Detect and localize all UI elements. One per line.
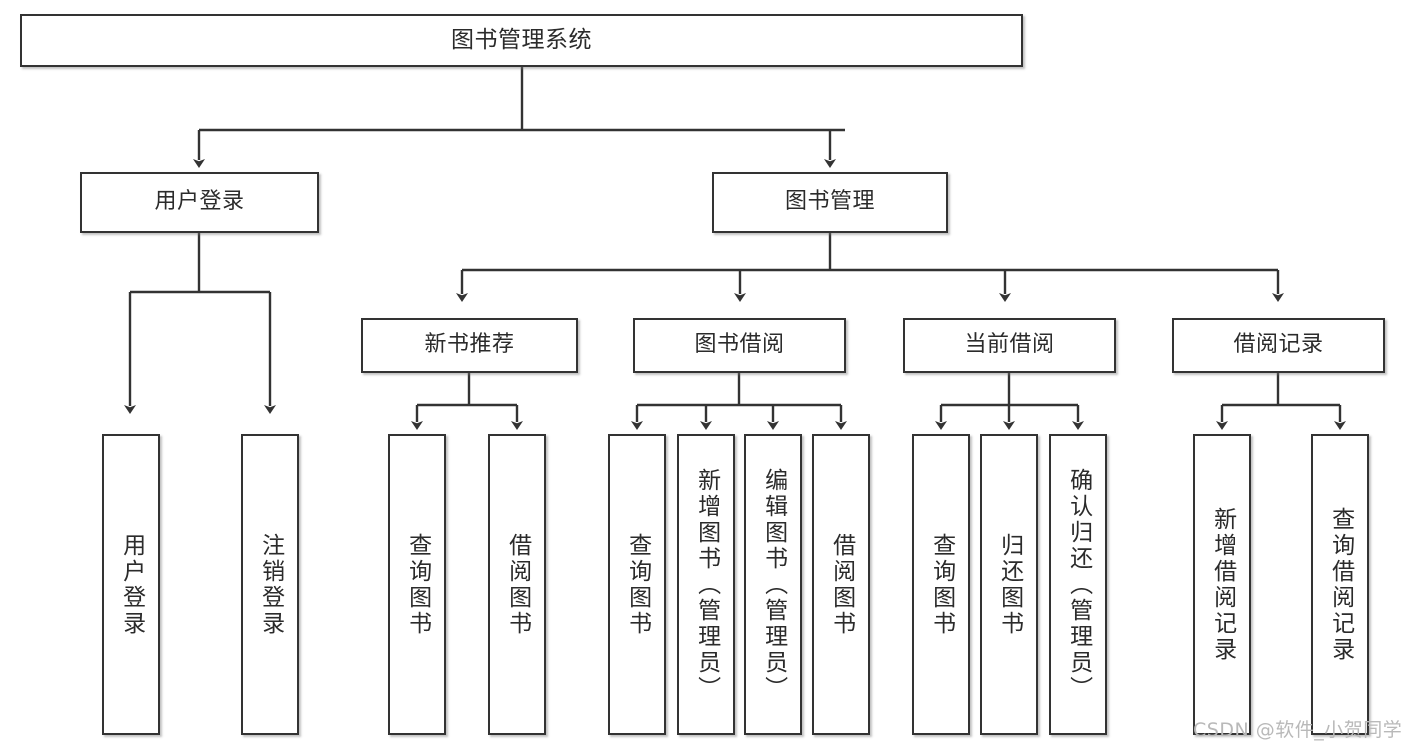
node-current-borrow[interactable]: 当前借阅 <box>903 318 1116 373</box>
leaf-borrow-query-book[interactable]: 查询图书 <box>608 434 666 735</box>
leaf-user-login-signout[interactable]: 注销登录 <box>241 434 299 735</box>
leaf-borrow-borrow-book[interactable]: 借阅图书 <box>812 434 870 735</box>
node-label: 编辑图书（管理员） <box>760 467 787 702</box>
leaf-records-query-record[interactable]: 查询借阅记录 <box>1311 434 1369 735</box>
csdn-watermark: CSDN @软件_小贺同学 <box>1193 719 1403 741</box>
node-new-book-recommend[interactable]: 新书推荐 <box>361 318 578 373</box>
node-user-login[interactable]: 用户登录 <box>80 172 319 233</box>
node-label: 确认归还（管理员） <box>1065 467 1092 702</box>
node-root-system[interactable]: 图书管理系统 <box>20 14 1023 67</box>
node-label: 当前借阅 <box>964 332 1055 358</box>
node-label: 查询图书 <box>624 532 651 637</box>
leaf-new-book-query[interactable]: 查询图书 <box>388 434 446 735</box>
node-label: 新书推荐 <box>424 332 515 358</box>
node-label: 借阅图书 <box>828 532 855 637</box>
node-label: 图书借阅 <box>694 332 785 358</box>
leaf-current-query-book[interactable]: 查询图书 <box>912 434 970 735</box>
node-borrow-records[interactable]: 借阅记录 <box>1172 318 1385 373</box>
node-label: 借阅记录 <box>1233 332 1324 358</box>
node-label: 图书管理系统 <box>451 26 592 53</box>
leaf-borrow-edit-book-admin[interactable]: 编辑图书（管理员） <box>744 434 802 735</box>
leaf-new-book-borrow[interactable]: 借阅图书 <box>488 434 546 735</box>
node-label: 查询图书 <box>404 532 431 637</box>
node-label: 归还图书 <box>996 532 1023 637</box>
leaf-current-confirm-return-admin[interactable]: 确认归还（管理员） <box>1049 434 1107 735</box>
node-label: 新增借阅记录 <box>1209 506 1236 663</box>
node-label: 借阅图书 <box>504 532 531 637</box>
node-label: 新增图书（管理员） <box>693 467 720 702</box>
node-label: 图书管理 <box>784 189 875 215</box>
node-label: 查询借阅记录 <box>1327 506 1354 663</box>
leaf-borrow-add-book-admin[interactable]: 新增图书（管理员） <box>677 434 735 735</box>
node-label: 注销登录 <box>257 532 284 637</box>
leaf-user-login-signin[interactable]: 用户登录 <box>102 434 160 735</box>
leaf-current-return-book[interactable]: 归还图书 <box>980 434 1038 735</box>
node-label: 用户登录 <box>118 532 145 637</box>
leaf-records-add-record[interactable]: 新增借阅记录 <box>1193 434 1251 735</box>
node-label: 查询图书 <box>928 532 955 637</box>
node-book-management[interactable]: 图书管理 <box>712 172 948 233</box>
node-book-borrow[interactable]: 图书借阅 <box>633 318 846 373</box>
node-label: 用户登录 <box>154 189 245 215</box>
